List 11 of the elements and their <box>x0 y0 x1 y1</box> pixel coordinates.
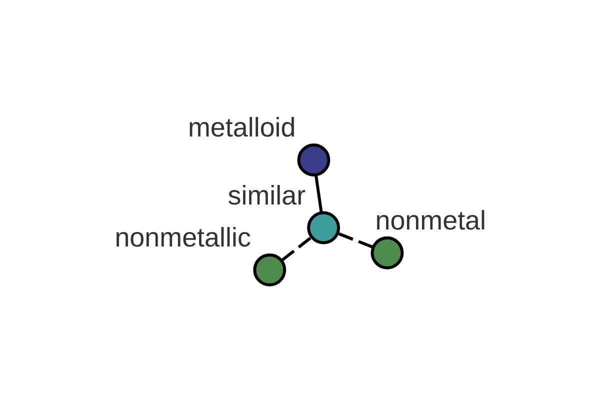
node-label: nonmetal <box>375 205 486 236</box>
node-circle <box>370 236 404 270</box>
node-circle <box>297 144 330 176</box>
connector <box>281 236 312 262</box>
connector <box>338 232 373 248</box>
node-label: similar <box>228 180 306 210</box>
connector <box>314 175 323 212</box>
node-label: nonmetallic <box>114 222 251 253</box>
node-circle <box>253 253 286 286</box>
node-circle <box>307 211 340 244</box>
node-label: metalloid <box>188 112 296 143</box>
